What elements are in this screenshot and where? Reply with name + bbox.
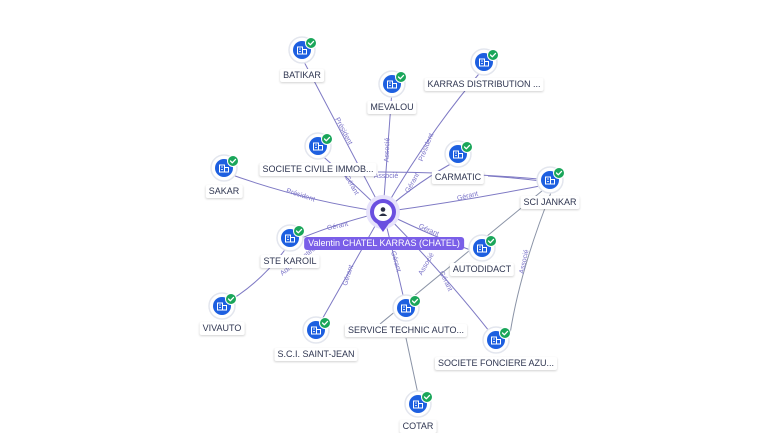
edge-servicetech-cotar	[405, 337, 419, 395]
edge-center-fonciere	[382, 211, 497, 341]
building-icon	[401, 304, 411, 313]
company-node-sakar[interactable]	[210, 154, 239, 182]
building-icon	[311, 326, 321, 335]
check-badge-icon	[293, 225, 305, 237]
building-icon	[479, 58, 489, 67]
edge-label-servicetech-2: Associé	[418, 252, 436, 277]
edge-label-carmatic: Associé	[374, 173, 399, 180]
check-badge-icon	[395, 71, 407, 83]
edge-label-sakar: Président	[285, 188, 315, 204]
check-badge-icon	[499, 327, 511, 339]
building-icon	[217, 302, 227, 311]
edge-label-autodidact: Gérant	[417, 223, 439, 238]
person-node-center[interactable]	[366, 195, 400, 232]
building-icon	[545, 176, 555, 185]
company-node-carmatic[interactable]	[444, 140, 473, 168]
check-badge-icon	[485, 235, 497, 247]
company-label-sci-immob[interactable]: SOCIETE CIVILE IMMOB...	[259, 163, 377, 176]
building-icon	[285, 234, 295, 243]
company-label-carmatic[interactable]: CARMATIC	[431, 171, 485, 184]
building-icon	[453, 150, 463, 159]
check-badge-icon	[227, 155, 239, 167]
company-label-servicetech[interactable]: SERVICE TECHNIC AUTO...	[344, 324, 468, 337]
person-label[interactable]: Valentin CHATEL KARRAS (CHATEL)	[304, 237, 464, 250]
check-badge-icon	[409, 295, 421, 307]
check-badge-icon	[305, 37, 317, 49]
edge-label-karras: Président	[418, 132, 436, 162]
check-badge-icon	[487, 49, 499, 61]
edge-label-fonciere-scijankar: Associé	[519, 249, 531, 275]
company-node-sci-immob[interactable]	[304, 132, 333, 160]
edge-label-scijankar: Gérant	[456, 191, 479, 203]
edge-label-servicetech: Gérant	[389, 250, 402, 273]
person-inner	[374, 203, 392, 221]
building-icon	[491, 336, 501, 345]
company-label-saintjean[interactable]: S.C.I. SAINT-JEAN	[274, 348, 358, 361]
building-icon	[297, 46, 307, 55]
edge-label-carmatic-2: Gérant	[404, 172, 421, 194]
company-label-scijankar[interactable]: SCI JANKAR	[520, 196, 580, 209]
check-badge-icon	[319, 317, 331, 329]
company-node-saintjean[interactable]	[302, 316, 331, 344]
company-label-autodidact[interactable]: AUTODIDACT	[449, 263, 515, 276]
building-icon	[387, 80, 397, 89]
building-icon	[313, 142, 323, 151]
edge-label-saintjean: Gérant	[342, 264, 355, 287]
company-label-vivauto[interactable]: VIVAUTO	[199, 322, 245, 335]
edge-label-batikar: Président	[333, 117, 353, 146]
company-node-cotar[interactable]	[404, 390, 433, 418]
check-badge-icon	[225, 293, 237, 305]
company-label-cotar[interactable]: COTAR	[399, 420, 437, 433]
company-node-fonciere[interactable]	[482, 326, 511, 354]
edge-center-scijankar	[382, 183, 551, 213]
edge-label-stekaroil: Gérant	[326, 221, 348, 232]
check-badge-icon	[461, 141, 473, 153]
company-label-karras[interactable]: KARRAS DISTRIBUTION ...	[424, 78, 544, 91]
company-node-vivauto[interactable]	[208, 292, 237, 320]
edge-center-sakar	[223, 171, 384, 213]
company-node-stekaroil[interactable]	[276, 224, 305, 252]
check-badge-icon	[421, 391, 433, 403]
building-icon	[219, 164, 229, 173]
edge-label-sci-immob: Gérant	[343, 174, 360, 196]
building-icon	[477, 244, 487, 253]
company-label-mevalou[interactable]: MEVALOU	[367, 101, 417, 114]
company-node-mevalou[interactable]	[378, 70, 407, 98]
building-icon	[413, 400, 423, 409]
company-label-sakar[interactable]: SAKAR	[205, 185, 243, 198]
check-badge-icon	[321, 133, 333, 145]
person-icon	[378, 207, 388, 216]
company-label-stekaroil[interactable]: STE KAROIL	[260, 255, 320, 268]
company-node-batikar[interactable]	[288, 36, 317, 64]
check-badge-icon	[553, 167, 565, 179]
company-node-autodidact[interactable]	[468, 234, 497, 262]
company-node-servicetech[interactable]	[392, 294, 421, 322]
company-label-fonciere[interactable]: SOCIETE FONCIERE AZU...	[434, 357, 558, 370]
company-node-scijankar[interactable]	[536, 166, 565, 194]
company-node-karras[interactable]	[470, 48, 499, 76]
company-label-batikar[interactable]: BATIKAR	[280, 69, 324, 82]
edge-label-mevalou: Associé	[384, 137, 392, 162]
